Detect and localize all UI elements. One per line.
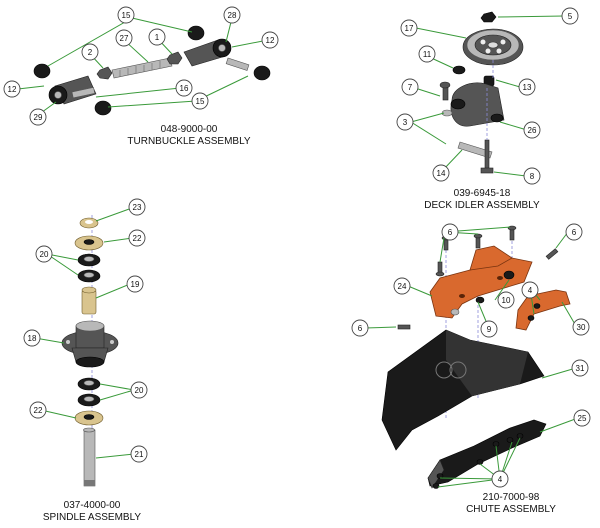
svg-text:22: 22: [34, 406, 43, 415]
callout-4: 4: [521, 281, 539, 299]
spindle-assembly-caption: 037-4000-00 SPINDLE ASSEMBLY: [32, 500, 152, 524]
callout-19: 19: [126, 275, 144, 293]
callout-9: 9: [480, 320, 498, 338]
callout-30: 30: [572, 318, 590, 336]
svg-text:2: 2: [88, 48, 93, 57]
callout-14: 14: [432, 164, 450, 182]
svg-text:25: 25: [578, 414, 587, 423]
turnbuckle-assembly-caption: 048-9000-00 TURNBUCKLE ASSEMBLY: [114, 124, 264, 148]
svg-text:20: 20: [40, 250, 49, 259]
svg-text:22: 22: [133, 234, 142, 243]
svg-text:4: 4: [498, 475, 503, 484]
svg-text:10: 10: [502, 296, 511, 305]
callout-6: 6: [351, 319, 369, 337]
svg-text:4: 4: [528, 286, 533, 295]
callout-10: 10: [497, 291, 515, 309]
svg-text:30: 30: [577, 323, 586, 332]
turnbuckle-part-number: 048-9000-00: [160, 124, 218, 135]
svg-text:27: 27: [120, 34, 129, 43]
callout-balloons: 15 28 27 2 1 12 12 16 29 15 17 5 11 13 7…: [3, 6, 591, 488]
svg-text:19: 19: [131, 280, 140, 289]
callout-28: 28: [223, 6, 241, 24]
callout-3: 3: [396, 113, 414, 131]
callout-29: 29: [29, 108, 47, 126]
svg-text:11: 11: [423, 50, 432, 59]
svg-text:13: 13: [523, 83, 532, 92]
callout-15: 15: [191, 92, 209, 110]
svg-text:24: 24: [398, 282, 407, 291]
svg-text:23: 23: [133, 203, 142, 212]
callout-16: 16: [175, 79, 193, 97]
callout-27: 27: [115, 29, 133, 47]
svg-text:12: 12: [8, 85, 17, 94]
svg-text:14: 14: [437, 169, 446, 178]
svg-text:5: 5: [568, 12, 573, 21]
callout-4: 4: [491, 470, 509, 488]
chute-assembly-caption: 210-7000-98 CHUTE ASSEMBLY: [456, 492, 566, 516]
callout-26: 26: [523, 121, 541, 139]
callout-20: 20: [130, 381, 148, 399]
callout-8: 8: [523, 167, 541, 185]
svg-text:29: 29: [34, 113, 43, 122]
callout-22: 22: [29, 401, 47, 419]
svg-text:17: 17: [405, 24, 414, 33]
svg-text:6: 6: [358, 324, 363, 333]
svg-text:16: 16: [180, 84, 189, 93]
idler-assembly-drawing: [439, 11, 524, 174]
callout-1: 1: [148, 28, 166, 46]
idler-name: DECK IDLER ASSEMBLY: [424, 200, 540, 211]
callout-6: 6: [565, 223, 583, 241]
svg-text:18: 18: [28, 334, 37, 343]
callout-6: 6: [441, 223, 459, 241]
spindle-part-number: 037-4000-00: [63, 500, 121, 511]
svg-text:8: 8: [530, 172, 535, 181]
callout-18: 18: [23, 329, 41, 347]
svg-text:15: 15: [196, 97, 205, 106]
callout-20: 20: [35, 245, 53, 263]
svg-text:1: 1: [155, 33, 160, 42]
idler-assembly-caption: 039-6945-18 DECK IDLER ASSEMBLY: [412, 188, 552, 212]
svg-text:15: 15: [122, 11, 131, 20]
callout-15: 15: [117, 6, 135, 24]
callout-23: 23: [128, 198, 146, 216]
svg-text:12: 12: [266, 36, 275, 45]
svg-text:9: 9: [487, 325, 492, 334]
svg-text:7: 7: [408, 83, 413, 92]
svg-text:31: 31: [576, 364, 585, 373]
chute-part-number: 210-7000-98: [482, 492, 540, 503]
svg-text:3: 3: [403, 118, 408, 127]
chute-name: CHUTE ASSEMBLY: [466, 504, 556, 515]
leader-lines: [17, 15, 579, 488]
callout-25: 25: [573, 409, 591, 427]
svg-text:6: 6: [572, 228, 577, 237]
svg-text:21: 21: [135, 450, 144, 459]
callout-17: 17: [400, 19, 418, 37]
svg-text:26: 26: [528, 126, 537, 135]
callout-31: 31: [571, 359, 589, 377]
chute-assembly-drawing: [381, 225, 571, 489]
svg-text:6: 6: [448, 228, 453, 237]
turnbuckle-name: TURNBUCKLE ASSEMBLY: [127, 136, 251, 147]
callout-24: 24: [393, 277, 411, 295]
callout-12: 12: [261, 31, 279, 49]
callout-11: 11: [418, 45, 436, 63]
spindle-name: SPINDLE ASSEMBLY: [42, 512, 142, 523]
callout-21: 21: [130, 445, 148, 463]
callout-22: 22: [128, 229, 146, 247]
callout-12: 12: [3, 80, 21, 98]
callout-2: 2: [81, 43, 99, 61]
idler-part-number: 039-6945-18: [453, 188, 511, 199]
spindle-assembly-drawing: [61, 215, 119, 487]
callout-13: 13: [518, 78, 536, 96]
callout-5: 5: [561, 7, 579, 25]
svg-text:20: 20: [135, 386, 144, 395]
svg-text:28: 28: [228, 11, 237, 20]
turnbuckle-assembly-drawing: [33, 25, 271, 116]
callout-7: 7: [401, 78, 419, 96]
